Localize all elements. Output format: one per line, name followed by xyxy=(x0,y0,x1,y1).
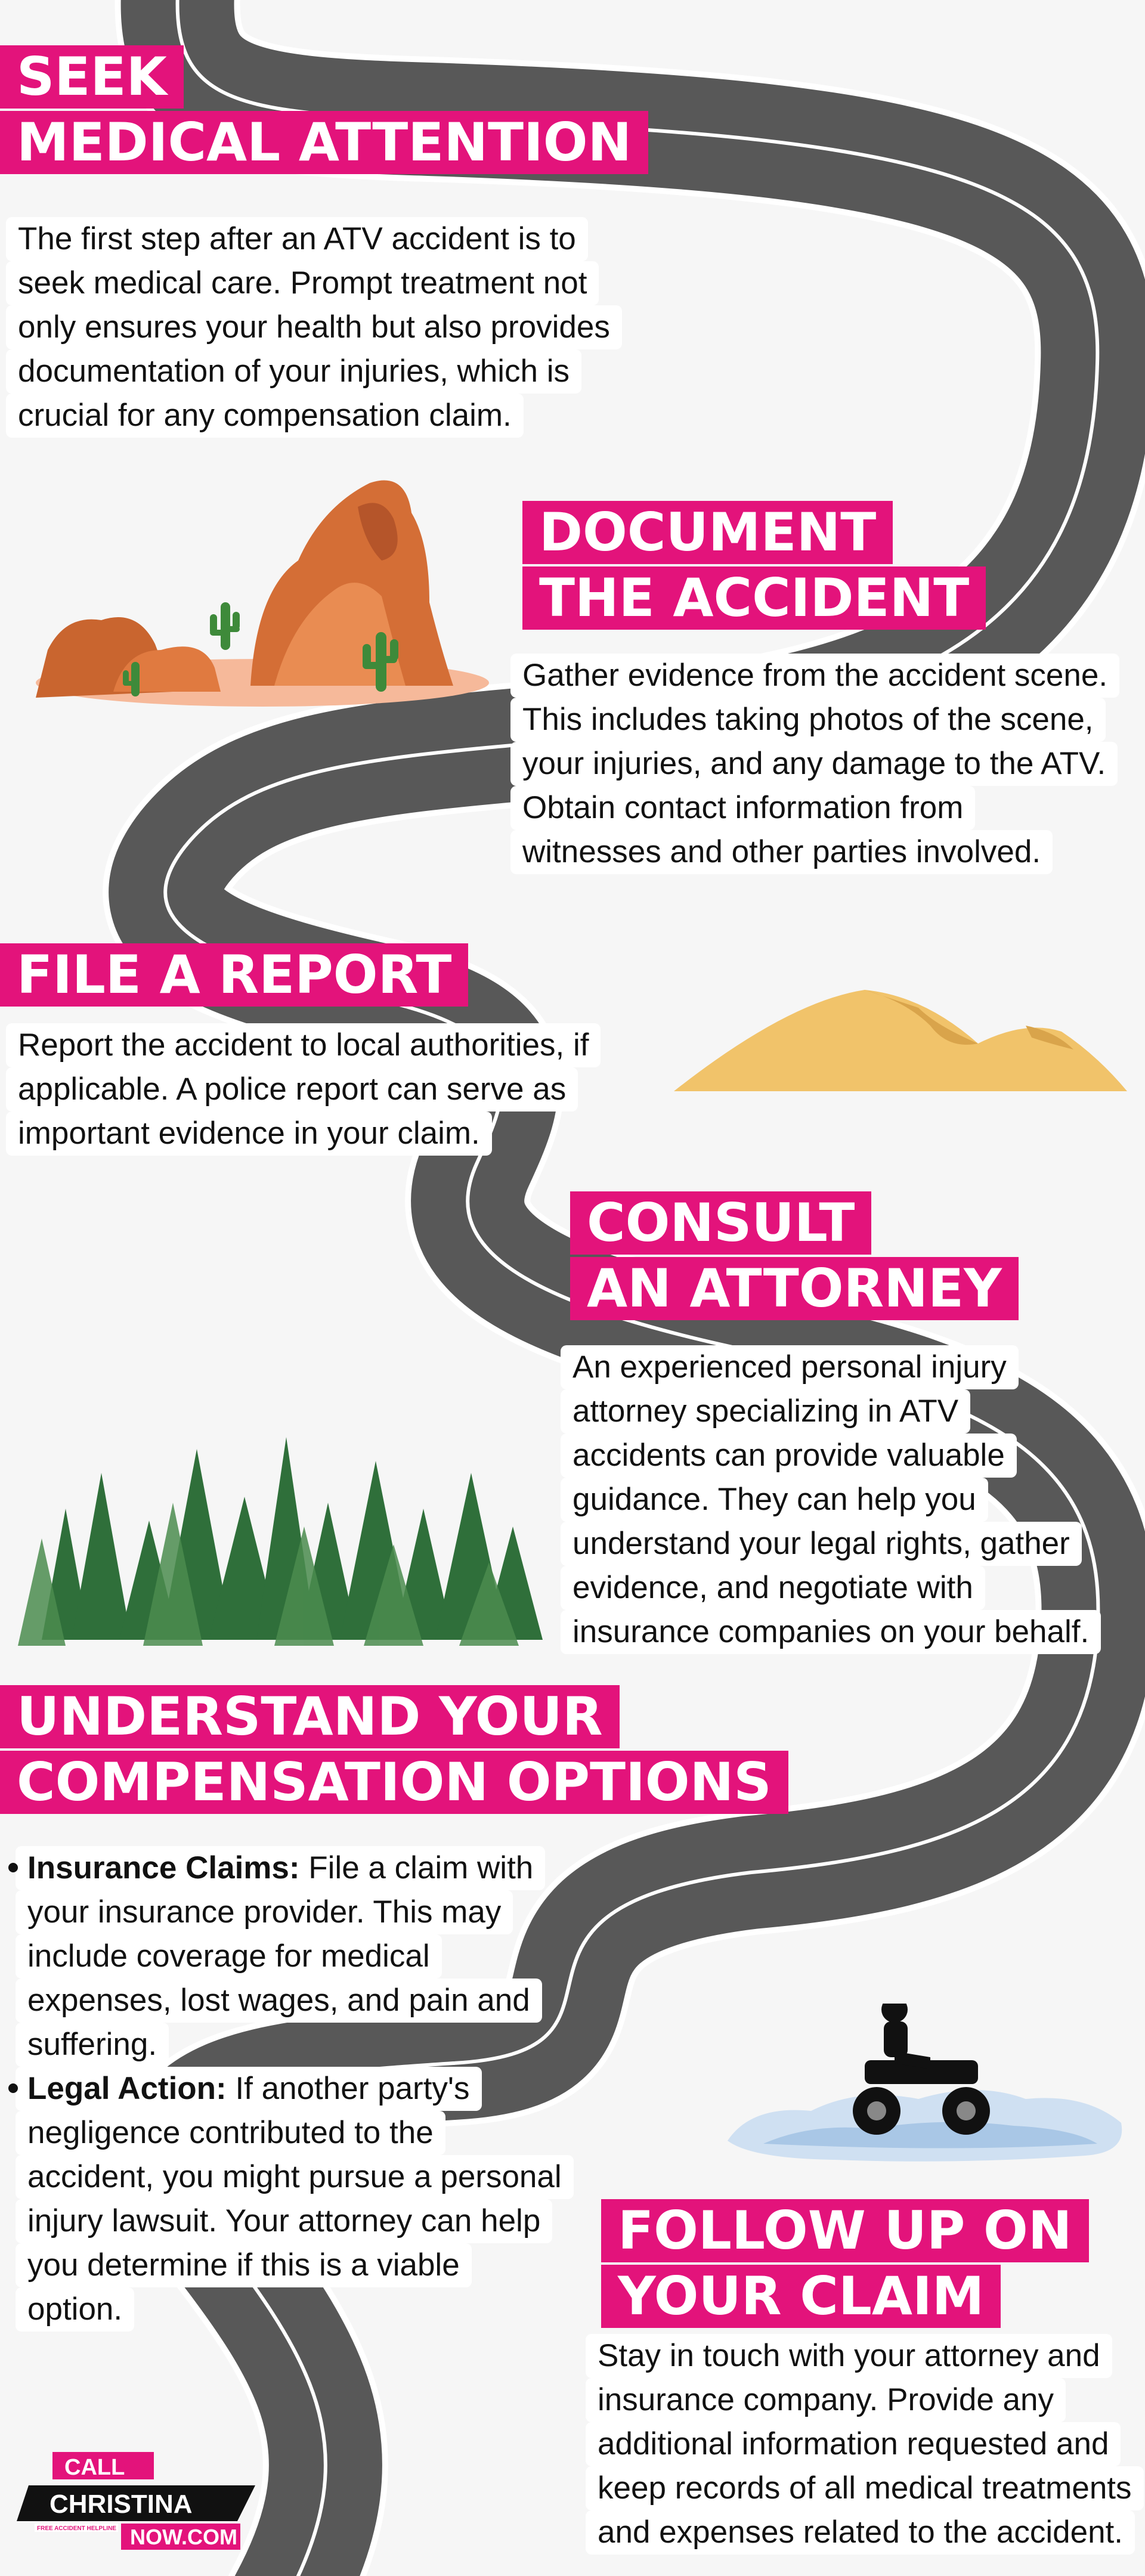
seek-body-line: seek medical care. Prompt treatment not xyxy=(6,261,599,305)
followup-body-line: additional information requested and xyxy=(586,2422,1121,2466)
followup-body-line: insurance company. Provide any xyxy=(586,2378,1066,2422)
followup-heading-line-2: YOUR CLAIM xyxy=(601,2265,1001,2328)
legal-action-text: If another party's xyxy=(226,2071,470,2106)
consult-body-line: insurance companies on your behalf. xyxy=(561,1610,1101,1654)
followup-heading-line-1: FOLLOW UP ON xyxy=(601,2199,1089,2262)
pine-forest-illustration xyxy=(18,1437,543,1646)
consult-body-line: An experienced personal injury xyxy=(561,1345,1019,1389)
seek-body-line: crucial for any compensation claim. xyxy=(6,394,524,438)
options-item-line: include coverage for medical xyxy=(16,1934,442,1979)
report-body-line: important evidence in your claim. xyxy=(6,1111,492,1156)
atv-rider-illustration xyxy=(728,2004,1122,2162)
document-body-line: your injuries, and any damage to the ATV… xyxy=(510,742,1118,786)
report-body-line: Report the accident to local authorities… xyxy=(6,1023,601,1067)
sand-dunes-illustration xyxy=(674,990,1127,1091)
document-heading-line-2: THE ACCIDENT xyxy=(522,566,986,630)
svg-text:FREE ACCIDENT HELPLINE: FREE ACCIDENT HELPLINE xyxy=(37,2525,116,2532)
insurance-claims-label: Insurance Claims: xyxy=(27,1850,300,1885)
svg-text:CALL: CALL xyxy=(64,2455,125,2480)
options-item-line: accident, you might pursue a personal xyxy=(16,2155,574,2199)
followup-body-line: keep records of all medical treatments xyxy=(586,2466,1144,2510)
followup-body-line: and expenses related to the accident. xyxy=(586,2510,1135,2555)
followup-body-line: Stay in touch with your attorney and xyxy=(586,2334,1112,2378)
bullet-insurance-claims xyxy=(8,1863,18,1872)
legal-action-label: Legal Action: xyxy=(27,2071,227,2106)
options-item-line: your insurance provider. This may xyxy=(16,1890,513,1934)
options-item-line: expenses, lost wages, and pain and xyxy=(16,1979,542,2023)
consult-body-line: understand your legal rights, gather xyxy=(561,1522,1082,1566)
consult-body-line: evidence, and negotiate with xyxy=(561,1566,985,1610)
report-heading: FILE A REPORT xyxy=(0,943,469,1007)
insurance-claims-text: File a claim with xyxy=(299,1850,534,1885)
seek-body-line: The first step after an ATV accident is … xyxy=(6,217,588,261)
consult-body-line: attorney specializing in ATV xyxy=(561,1389,971,1433)
desert-rocks-illustration xyxy=(36,480,489,707)
document-heading-line-1: DOCUMENT xyxy=(522,501,893,564)
bullet-legal-action xyxy=(8,2083,18,2093)
document-body-line: Gather evidence from the accident scene. xyxy=(510,654,1120,698)
options-item-line: option. xyxy=(16,2287,135,2332)
options-item-line: injury lawsuit. Your attorney can help xyxy=(16,2199,553,2243)
document-body-line: Obtain contact information from xyxy=(510,786,976,830)
consult-heading-line-1: CONSULT xyxy=(570,1191,872,1255)
document-body-line: witnesses and other parties involved. xyxy=(510,830,1053,874)
call-christina-logo: CALL CHRISTINA FREE ACCIDENT HELPLINE NO… xyxy=(17,2452,255,2550)
consult-heading-line-2: AN ATTORNEY xyxy=(570,1257,1019,1320)
options-heading-line-2: COMPENSATION OPTIONS xyxy=(0,1751,788,1814)
document-body-line: This includes taking photos of the scene… xyxy=(510,698,1106,742)
options-heading-line-1: UNDERSTAND YOUR xyxy=(0,1685,620,1748)
options-item-legal-first-line: Legal Action: If another party's xyxy=(16,2067,482,2111)
options-item-line: negligence contributed to the xyxy=(16,2111,445,2155)
seek-heading-line-1: SEEK xyxy=(0,45,184,109)
report-body-line: applicable. A police report can serve as xyxy=(6,1067,578,1111)
options-item-insurance-first-line: Insurance Claims: File a claim with xyxy=(16,1846,546,1890)
consult-body-line: accidents can provide valuable xyxy=(561,1433,1017,1478)
options-item-line: you determine if this is a viable xyxy=(16,2243,472,2287)
consult-body-line: guidance. They can help you xyxy=(561,1478,988,1522)
seek-body-line: documentation of your injuries, which is xyxy=(6,349,582,394)
options-item-line: suffering. xyxy=(16,2023,169,2067)
seek-body-line: only ensures your health but also provid… xyxy=(6,305,622,349)
seek-heading-line-2: MEDICAL ATTENTION xyxy=(0,111,649,174)
svg-text:NOW.COM: NOW.COM xyxy=(130,2525,237,2549)
svg-text:CHRISTINA: CHRISTINA xyxy=(49,2490,193,2519)
